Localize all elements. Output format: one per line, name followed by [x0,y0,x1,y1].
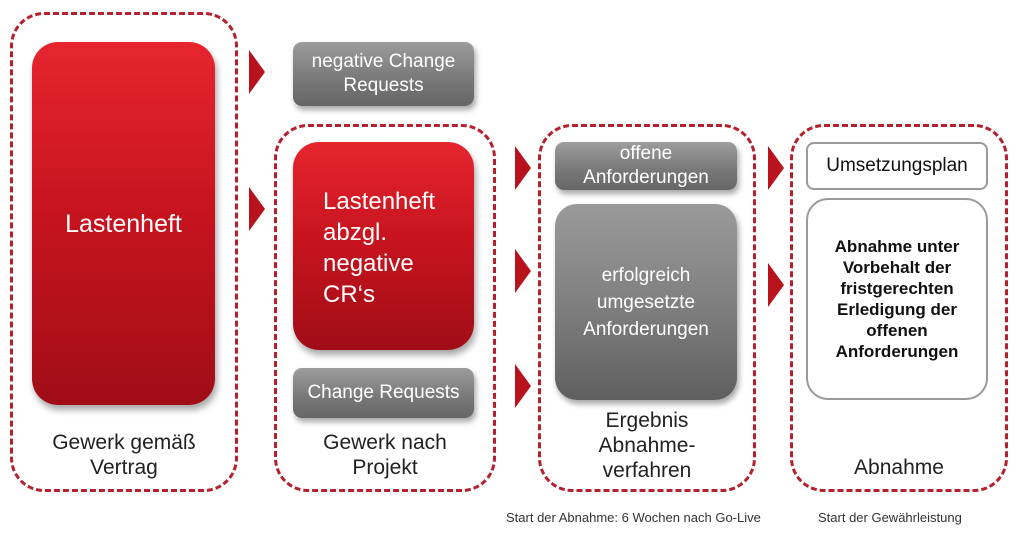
project-caption: Gewerk nach Projekt [323,431,447,479]
conditional-acceptance-box: Abnahme unter Vorbehalt der fristgerecht… [806,198,988,400]
arrow-to-successful-requirements [515,249,531,293]
arrow-to-conditional-acceptance [768,263,784,307]
successful-requirements-box: erfolgreich umgesetzte Anforderungen [555,204,737,400]
group-contract [10,12,238,492]
arrow-to-negative-cr [249,50,265,94]
warranty-start-note: Start der Gewährleistung [818,510,962,525]
lastenheft-minus-negative-cr-label: Lastenheft abzgl. negative CR‘s [323,188,436,308]
successful-requirements-label: erfolgreich umgesetzte Anforderungen [583,264,709,340]
acceptance-start-note: Start der Abnahme: 6 Wochen nach Go-Live [506,510,761,525]
implementation-plan-box: Umsetzungsplan [806,142,988,190]
negative-change-requests-box: negative Change Requests [293,42,474,106]
open-requirements-box: offene Anforderungen [555,142,737,190]
lastenheft-minus-negative-cr-box: Lastenheft abzgl. negative CR‘s [293,142,474,350]
conditional-acceptance-label: Abnahme unter Vorbehalt der fristgerecht… [834,237,960,361]
acceptance-caption: Abnahme [854,456,944,479]
contract-caption: Gewerk gemäß Vertrag [52,431,196,479]
lastenheft-label: Lastenheft [65,210,182,238]
negative-change-requests-label: negative Change Requests [311,51,456,96]
arrow-to-open-requirements [515,146,531,190]
open-requirements-label: offene Anforderungen [583,143,709,188]
arrow-to-implementation-plan [768,146,784,190]
arrow-from-change-requests [515,364,531,408]
implementation-plan-label: Umsetzungsplan [826,155,968,176]
arrow-to-project [249,187,265,231]
change-requests-box: Change Requests [293,368,474,418]
lastenheft-box: Lastenheft [32,42,215,405]
group-project [274,124,496,492]
acceptance-result-caption: Ergebnis Abnahme- verfahren [598,409,696,482]
change-requests-label: Change Requests [307,382,460,403]
group-acceptance-result [538,124,756,492]
group-acceptance [790,124,1008,492]
